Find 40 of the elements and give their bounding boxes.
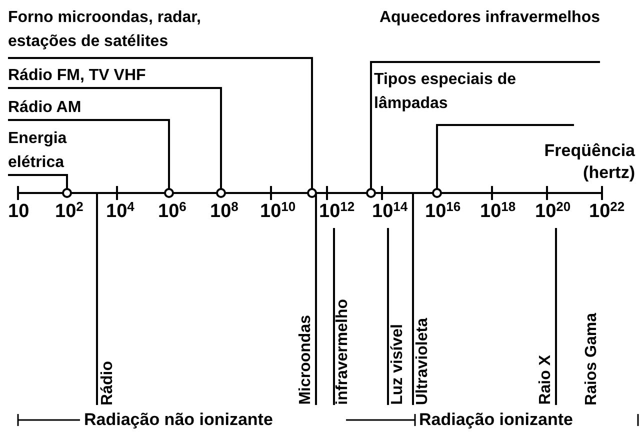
leader-line [8,87,222,188]
point-marker [164,188,174,198]
leader-line [370,61,600,188]
leader-line [8,174,68,188]
region-label: Rádio [99,360,116,405]
axis-title: Freqüência (hertz) [543,140,635,184]
tick-label: 10$^{18}$ [480,200,516,224]
callout-text: Aquecedores infravermelhos [372,6,600,62]
point-marker [62,188,72,198]
region-label: infravermelho [334,299,351,405]
region-label: Ultravioleta [414,318,431,405]
callout-text: Energia elétrica [8,127,98,175]
tick-label: 10$^{6}$ [158,200,186,224]
region-label: Raios Gama [583,312,600,405]
leader-line [8,57,313,188]
range-label: Radiação não ionizante [84,409,273,431]
tick-label: 10$^{10}$ [260,200,296,224]
tick-label: 10 [8,200,30,224]
tick-label: 10$^{8}$ [210,200,238,224]
tick-label: 10$^{14}$ [372,200,408,224]
tick-label: 10$^{12}$ [319,200,355,224]
point-marker [432,188,442,198]
tick-label: 10$^{4}$ [106,200,134,224]
leader-line [8,119,170,188]
region-label: Luz visível [389,324,406,405]
tick-label: 10$^{2}$ [55,200,84,224]
tick-label: 10$^{22}$ [589,200,625,224]
point-marker [366,188,376,198]
callout-text: Tipos especiais de lâmpadas [374,68,574,125]
leader-line [436,124,574,188]
region-label: Microondas [297,315,314,405]
region-label: Raio X [537,355,554,405]
callout-text: Rádio FM, TV VHF [8,64,208,88]
point-marker [307,188,317,198]
range-label: Radiação ionizante [419,409,573,431]
callout-text: Rádio AM [8,96,158,120]
point-marker [216,188,226,198]
callout-text: Forno microondas, radar, estações de satélites [8,6,270,58]
tick-label: 10$^{20}$ [535,200,571,224]
tick-label: 10$^{16}$ [425,200,461,224]
